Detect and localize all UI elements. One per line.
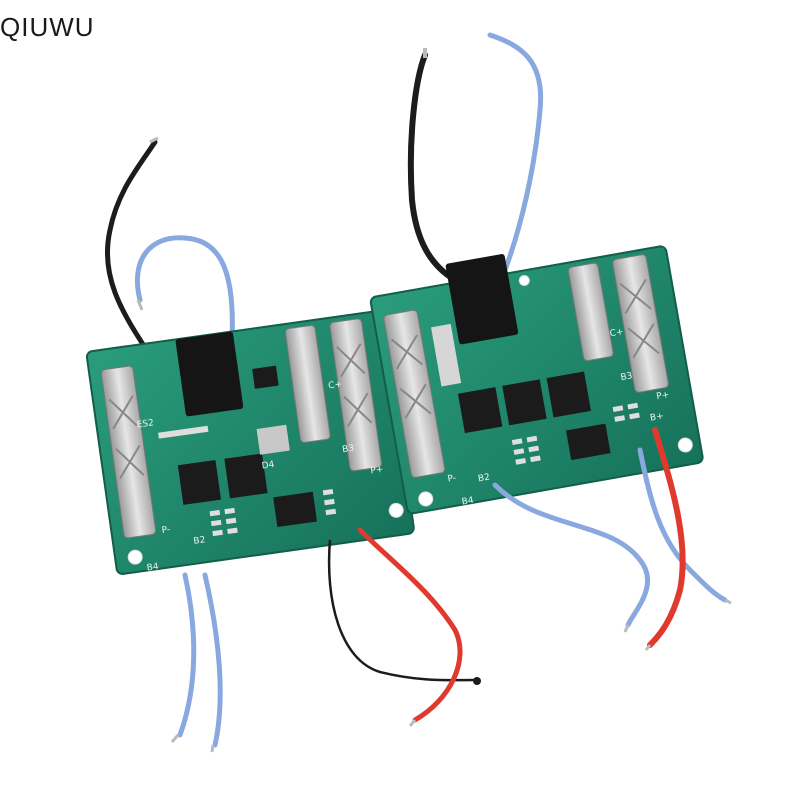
- right-dc-jack: [445, 254, 519, 345]
- left-blue-wire-bottom-1: [177, 572, 197, 738]
- left-mosfet-1: [177, 460, 222, 505]
- right-label-p-minus: P-: [447, 473, 457, 484]
- right-mosfet-2: [502, 379, 547, 426]
- right-black-wire: [407, 52, 458, 283]
- left-bms-board: ES2 C+ B3 P+ P- B2 B4 D4: [85, 136, 481, 753]
- left-label-p-plus: P+: [370, 465, 384, 477]
- left-red-wire: [357, 527, 463, 723]
- right-mosfet-1: [457, 387, 503, 434]
- right-label-b3: B3: [620, 371, 633, 383]
- right-contact-1: [383, 309, 446, 478]
- right-mosfet-3: [546, 371, 591, 418]
- right-label-b4: B4: [461, 496, 475, 508]
- right-red-wire: [647, 427, 686, 648]
- right-contact-2: [567, 262, 614, 362]
- left-label-b3: B3: [342, 444, 355, 456]
- left-label-es2: ES2: [136, 418, 154, 430]
- left-black-wire: [104, 139, 158, 358]
- left-blue-wire-top: [134, 235, 235, 343]
- left-contact-3: [329, 318, 383, 472]
- right-label-p-plus: P+: [656, 390, 671, 402]
- left-thermistor-wire: [327, 539, 476, 682]
- left-label-c-plus: C+: [328, 380, 343, 392]
- right-blue-wire-top: [487, 32, 544, 273]
- right-blue-wire-bottom-1: [492, 482, 651, 628]
- right-label-b-plus: B+: [649, 411, 664, 423]
- right-label-b2: B2: [477, 473, 490, 485]
- left-label-d4: D4: [261, 460, 275, 472]
- left-label-b4: B4: [146, 562, 159, 574]
- right-ic: [565, 423, 611, 461]
- left-blue-wire-bottom-2: [202, 572, 223, 748]
- left-ic: [273, 491, 317, 528]
- left-dc-jack: [175, 331, 244, 417]
- left-label-b2: B2: [193, 535, 206, 547]
- left-label-p-minus: P-: [161, 525, 171, 536]
- brand-watermark: QIUWU: [0, 12, 95, 42]
- right-label-c-plus: C+: [609, 327, 624, 339]
- right-bms-board: C+ B3 P+ B+ P- B2 B4: [369, 32, 732, 651]
- left-contact-2: [284, 324, 331, 443]
- left-contact-1: [100, 365, 157, 539]
- left-mosfet-2: [224, 453, 268, 499]
